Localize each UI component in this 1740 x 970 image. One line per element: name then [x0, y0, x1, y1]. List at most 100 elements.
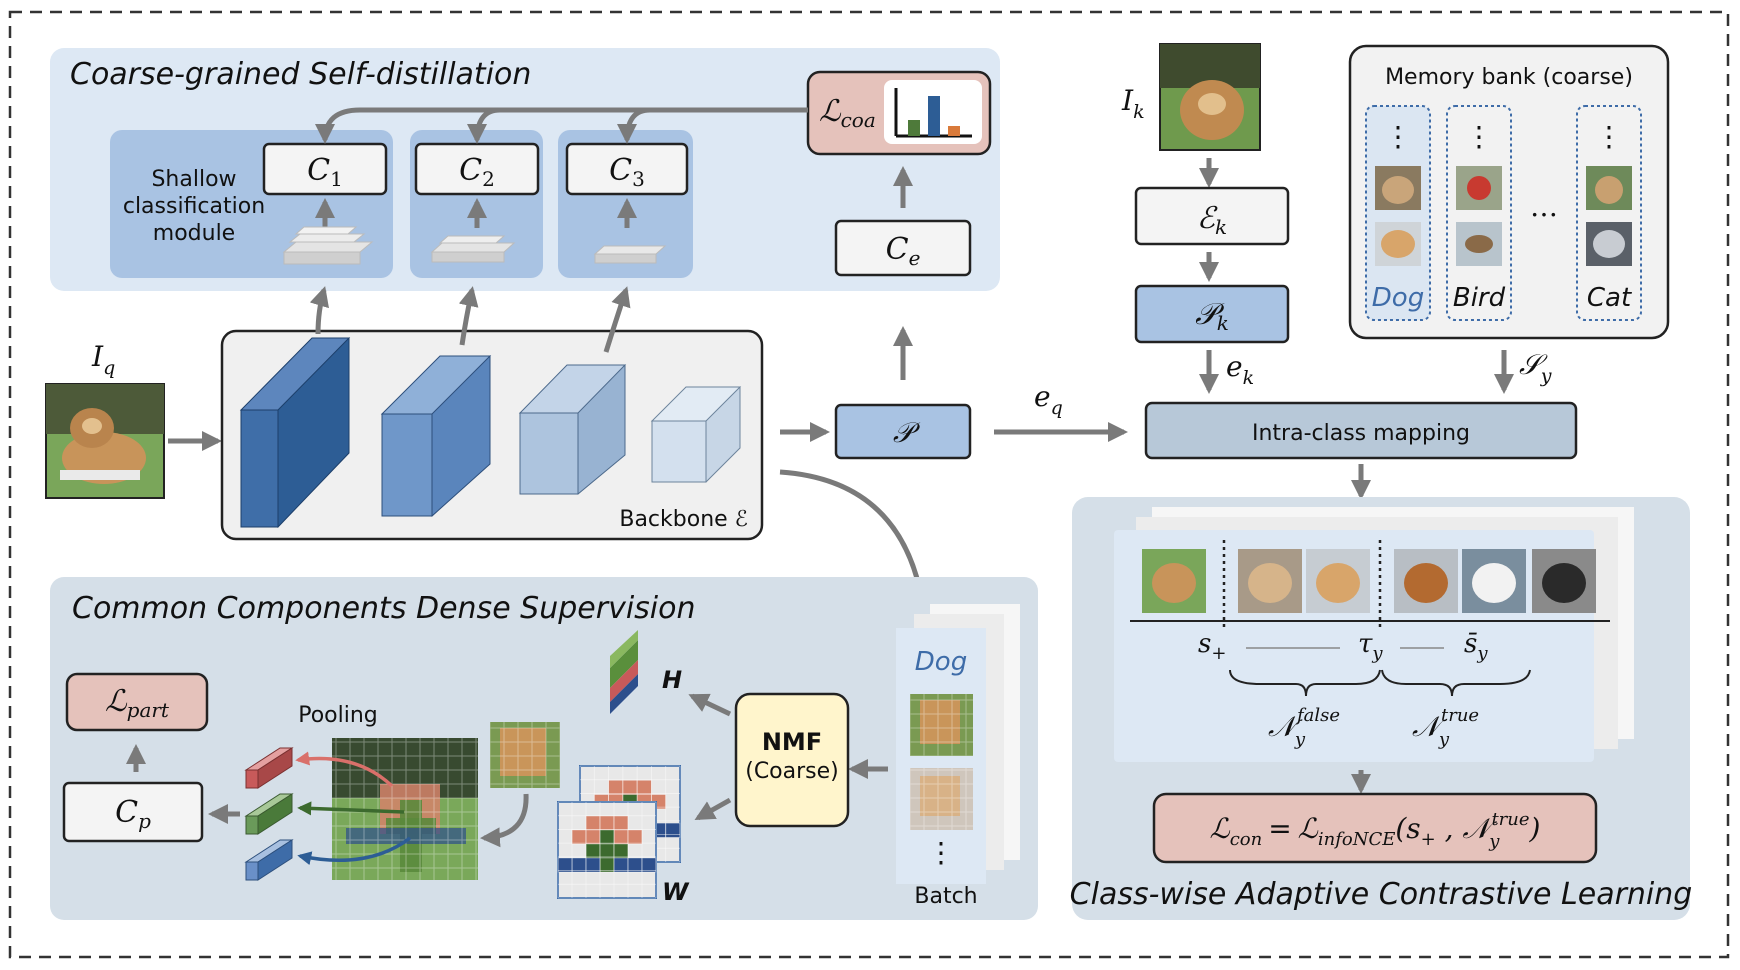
arrow-pool-red	[295, 751, 394, 788]
arrow-pool-blue	[297, 836, 412, 866]
brace-true	[1381, 669, 1531, 697]
similarity-image-row	[1142, 549, 1596, 613]
intra-class-mapping-box	[1144, 401, 1578, 460]
similarity-thumb	[1142, 549, 1206, 613]
memory-thumb-cat-1	[1586, 166, 1632, 210]
memory-dots: …	[1530, 190, 1558, 223]
similarity-thumb	[1462, 549, 1526, 613]
part-vector-green	[244, 793, 294, 835]
memory-thumb-bird-2	[1456, 222, 1502, 266]
w-label: W	[662, 878, 690, 906]
c3-label: C3	[609, 153, 645, 191]
backbone-cube-2	[380, 355, 492, 517]
pooling-label: Pooling	[298, 703, 378, 728]
part-vector-blue	[244, 839, 294, 881]
memory-ellipsis-dog: ⋮	[1384, 120, 1412, 153]
coarse-panel-title: Coarse-grained Self-distillation	[70, 57, 531, 92]
memory-column-dog	[1365, 105, 1431, 321]
l-con-formula: ℒcon=ℒinfoNCE(s+ , 𝒩ytrue)	[1210, 809, 1541, 852]
tau-label: τy	[1358, 629, 1383, 664]
nmf-sublabel: (Coarse)	[745, 759, 839, 784]
c1-box	[262, 142, 388, 196]
arrow-backbone-stage2	[458, 286, 479, 346]
ek-arrow-label: ek	[1226, 350, 1254, 389]
arrow-lcoa-c3	[617, 107, 651, 144]
similarity-thumb	[1532, 549, 1596, 613]
histogram-bar	[948, 126, 960, 136]
arrow-backbone-batch	[779, 469, 929, 604]
batch-thumb-2	[910, 768, 973, 830]
layer-stack-1	[282, 226, 374, 265]
memory-class-bird: Bird	[1453, 283, 1506, 313]
l-con-box	[1152, 792, 1598, 864]
l-part-label: ℒpart	[105, 684, 170, 722]
l-part-box	[65, 672, 209, 732]
h-label: H	[662, 666, 682, 694]
arrow-pool-green	[297, 801, 405, 816]
contrastive-panel-title: Class-wise Adaptive Contrastive Learning	[1070, 877, 1693, 912]
memory-class-cat: Cat	[1587, 283, 1632, 313]
part-vector-red	[244, 747, 294, 789]
histogram-bar	[908, 120, 920, 136]
backbone-cube-3	[518, 364, 627, 495]
backbone-box	[220, 329, 764, 541]
backbone-cube-4	[650, 386, 742, 483]
memory-thumb-bird-1	[1456, 166, 1502, 210]
layer-stack-2	[430, 235, 516, 263]
p-box	[834, 403, 972, 460]
ek-box-label: ℰk	[1197, 201, 1227, 239]
ek-box	[1134, 186, 1290, 246]
s-plus-label: s+	[1198, 629, 1226, 664]
feature-patch-thumb	[490, 722, 560, 788]
arrow-backbone-stage1	[309, 286, 329, 335]
batch-thumb-1	[910, 694, 973, 756]
shallow-label-line1: Shallow	[151, 167, 236, 192]
h-factor-block	[610, 630, 638, 714]
ce-label: Ce	[886, 232, 921, 270]
arrow-lcoa-c1	[315, 107, 808, 144]
c2-label: C2	[459, 153, 495, 191]
eq-label: eq	[1034, 380, 1063, 419]
batch-label: Batch	[914, 884, 977, 909]
pk-box	[1134, 284, 1290, 344]
memory-thumb-dog-1	[1375, 166, 1421, 210]
c3-box	[565, 142, 689, 196]
batch-ellipsis: ⋮	[927, 836, 955, 869]
memory-bank-title: Memory bank (coarse)	[1385, 65, 1633, 90]
arrow-lcoa-c2	[467, 107, 501, 144]
memory-thumb-dog-2	[1375, 222, 1421, 266]
outer-border	[8, 10, 1730, 959]
backbone-label: Backbone ℰ	[619, 507, 748, 532]
cp-label: Cp	[115, 795, 151, 833]
cp-box	[62, 781, 204, 843]
batch-class-label: Dog	[915, 647, 967, 677]
w-factor-map-front	[557, 801, 657, 899]
nmf-box	[734, 692, 850, 828]
iq-label: Iq	[91, 340, 115, 379]
arrow-nmf-w	[694, 797, 732, 821]
arrow-backbone-stage3	[603, 286, 631, 353]
memory-thumb-cat-2	[1586, 222, 1632, 266]
sy-label: 𝒮y	[1519, 348, 1552, 387]
ik-label: Ik	[1121, 84, 1145, 123]
l-coa-histogram	[894, 88, 972, 138]
pooled-overlay-image	[332, 738, 478, 880]
c1-label: C1	[307, 153, 343, 191]
nmf-label: NMF	[762, 728, 822, 756]
arrow-patch-pooling	[480, 793, 529, 848]
memory-ellipsis-cat: ⋮	[1595, 120, 1623, 153]
layer-stack-3	[593, 245, 667, 264]
key-dog-image	[1159, 43, 1261, 151]
shallow-label-line2: classification	[123, 194, 265, 219]
intra-class-mapping-label: Intra-class mapping	[1252, 421, 1470, 446]
query-dog-image	[45, 383, 165, 499]
l-coa-label: ℒcoa	[819, 94, 876, 132]
similarity-thumb	[1238, 549, 1302, 613]
arrow-nmf-h	[688, 693, 732, 717]
similarity-thumb	[1394, 549, 1458, 613]
c2-box	[414, 142, 540, 196]
s-bar-label: s̄y	[1464, 629, 1488, 664]
ce-box	[834, 219, 972, 277]
